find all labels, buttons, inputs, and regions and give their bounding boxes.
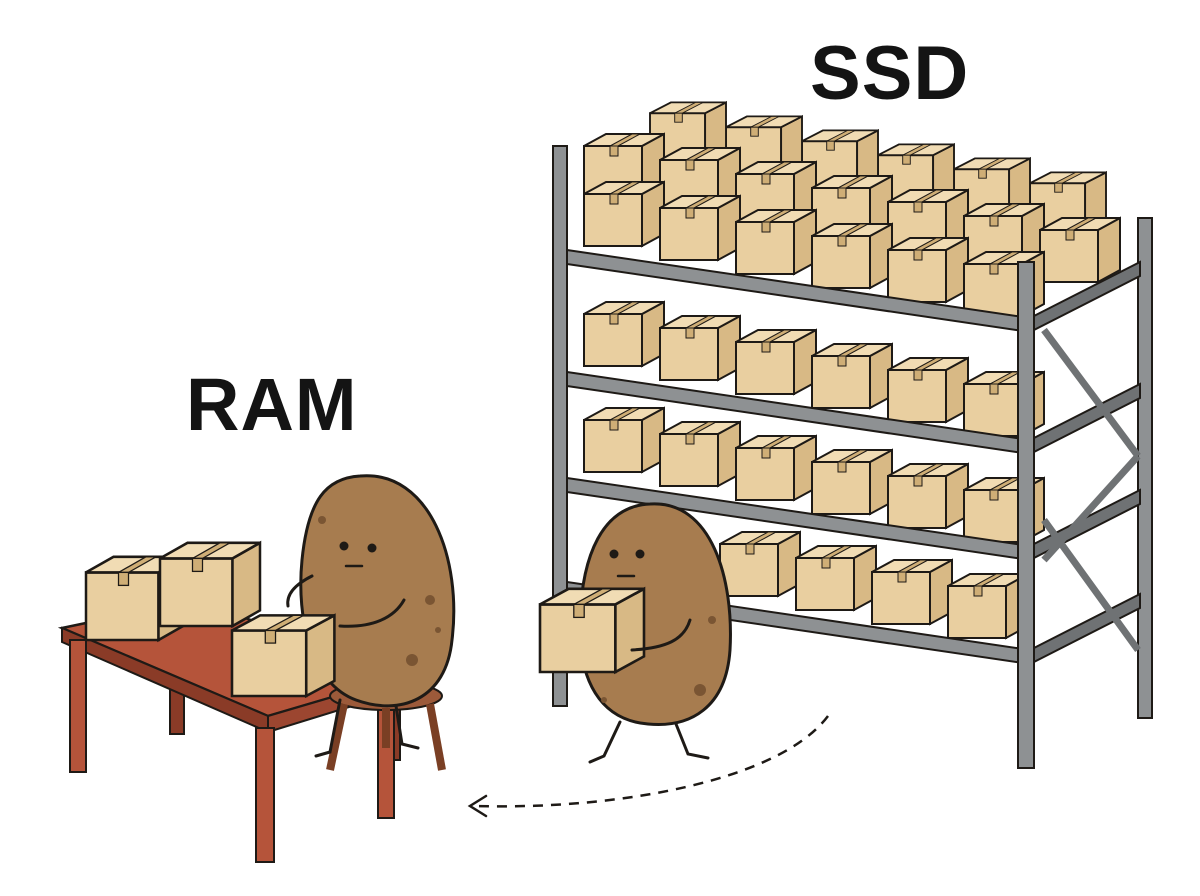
ssd-shelf-box: [871, 559, 953, 625]
shelf-brace-3: [1041, 517, 1141, 653]
ssd-shelf-box: [735, 435, 817, 501]
ssd-shelf-box: [887, 463, 969, 529]
potato-spot: [406, 654, 418, 666]
ssd-shelf-box: [887, 357, 969, 423]
ssd-shelf-box: [811, 343, 893, 409]
ssd-shelf-box: [735, 329, 817, 395]
walking-potato-leg: [588, 720, 622, 764]
seated-potato-body: [299, 474, 456, 708]
seated-potato-arm-right: [338, 598, 406, 628]
shelf-brace-1: [1041, 327, 1141, 459]
ssd-shelf-box: [811, 223, 893, 289]
ssd-shelf-box: [811, 449, 893, 515]
desk-leg-front-left: [69, 639, 87, 773]
seated-potato-leg: [394, 704, 420, 750]
ssd-shelf-box: [659, 195, 741, 261]
ssd-shelf-box: [1039, 217, 1121, 283]
ssd-shelf-box: [887, 237, 969, 303]
walking-potato-eye-left: [609, 549, 619, 559]
ssd-shelf-box: [583, 181, 665, 247]
potato-spot: [318, 516, 326, 524]
potato-spot: [601, 697, 607, 703]
desk-box-2: [158, 541, 262, 628]
ssd-shelf-box: [583, 407, 665, 473]
stool-leg-2: [426, 703, 446, 771]
seated-potato-box: [230, 614, 336, 698]
shelf-post-back-right: [1137, 217, 1153, 719]
ram-label: RAM: [186, 363, 358, 446]
seated-potato-character: [286, 474, 456, 758]
walking-potato-leg: [674, 722, 710, 760]
walking-potato-arm: [630, 618, 692, 652]
potato-spot: [708, 616, 716, 624]
ssd-shelf-box: [583, 301, 665, 367]
ssd-label: SSD: [810, 31, 970, 116]
stool-leg-1: [326, 703, 348, 771]
potato-spot: [435, 627, 441, 633]
ssd-shelf-box: [719, 531, 801, 597]
potato-spot: [425, 595, 435, 605]
walking-potato-eye-right: [635, 549, 645, 559]
ssd-shelf-box: [659, 315, 741, 381]
shelf-post-front-right: [1017, 261, 1035, 769]
ssd-shelf-box: [947, 573, 1029, 639]
ram-desk-boxes: [84, 541, 262, 642]
ssd-shelf-box: [735, 209, 817, 275]
desk-leg-front-right: [255, 727, 275, 863]
transfer-arrow: [467, 715, 829, 818]
ssd-shelf-box: [795, 545, 877, 611]
shelf-side-beam-2: [1029, 382, 1141, 456]
walking-potato-box: [538, 587, 646, 674]
shelf-post-back-left: [552, 145, 568, 707]
seated-potato-eye-right: [367, 543, 377, 553]
ssd-shelf-box: [659, 421, 741, 487]
seated-potato-leg: [314, 698, 342, 758]
potato-spot: [694, 684, 706, 696]
transfer-arrow-path: [475, 715, 829, 808]
arrow-head-icon: [467, 794, 488, 818]
seated-potato-eye-left: [339, 541, 349, 551]
seated-potato-arm-left: [286, 574, 314, 608]
